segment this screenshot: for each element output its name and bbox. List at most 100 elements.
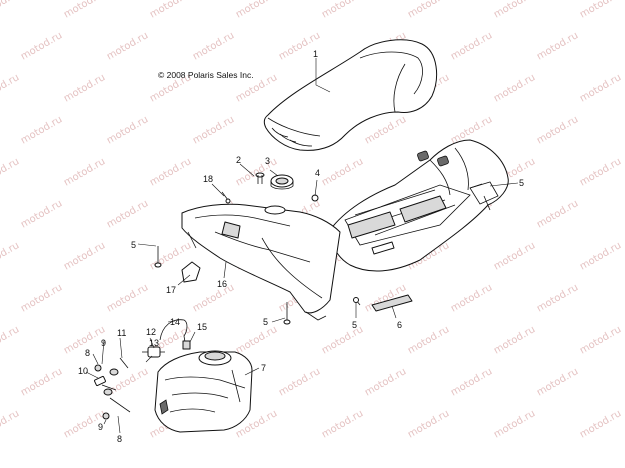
watermark-text: motod.ru: [578, 0, 623, 21]
leader-lines: [85, 58, 519, 434]
fuel-tank-part: [154, 350, 253, 433]
callout-8-bottom: 8: [117, 434, 122, 444]
callout-9-bottom: 9: [98, 422, 103, 432]
watermark-text: motod.ru: [535, 282, 580, 314]
watermark-text: motod.ru: [19, 282, 64, 314]
watermark-text: motod.ru: [535, 114, 580, 146]
watermark-text: motod.ru: [191, 282, 236, 314]
fuel-cap-part: [270, 174, 294, 190]
valve-12-13-part: [142, 346, 165, 358]
callout-7: 7: [261, 363, 266, 373]
watermark-text: motod.ru: [363, 114, 408, 146]
watermark-text: motod.ru: [535, 198, 580, 230]
copyright-text: © 2008 Polaris Sales Inc.: [158, 70, 254, 80]
watermark-text: motod.ru: [449, 282, 494, 314]
callout-10: 10: [78, 366, 88, 376]
watermark-text: motod.ru: [277, 366, 322, 398]
bolt-2-part: [255, 172, 265, 184]
seat-part: [263, 39, 438, 151]
fuel-line-parts: [94, 357, 131, 420]
rear-body-part: [329, 139, 509, 272]
watermark-text: motod.ru: [62, 156, 107, 188]
callout-13: 13: [149, 338, 159, 348]
watermark-text: motod.ru: [492, 324, 537, 356]
callout-2: 2: [236, 155, 241, 165]
watermark-text: motod.ru: [0, 408, 21, 440]
strap-6-part: [371, 294, 413, 312]
watermark-text: motod.ru: [105, 282, 150, 314]
watermark-text: motod.ru: [105, 114, 150, 146]
watermark-text: motod.ru: [406, 324, 451, 356]
watermark-text: motod.ru: [191, 114, 236, 146]
watermark-text: motod.ru: [234, 324, 279, 356]
callout-18: 18: [203, 174, 213, 184]
fitting-15-part: [182, 340, 191, 350]
fuel-tank-cover-part: [181, 203, 341, 321]
watermark-text: motod.ru: [105, 198, 150, 230]
callout-12: 12: [146, 327, 156, 337]
watermark-text: motod.ru: [19, 114, 64, 146]
push-pin-right-part: [469, 183, 483, 189]
watermark-text: motod.ru: [492, 72, 537, 104]
watermark-text: motod.ru: [191, 30, 236, 62]
callout-6: 6: [397, 320, 402, 330]
watermark-text: motod.ru: [0, 156, 21, 188]
push-pin-center-part: [283, 302, 291, 325]
watermark-text: motod.ru: [19, 198, 64, 230]
callout-15: 15: [197, 322, 207, 332]
watermark-text: motod.ru: [449, 366, 494, 398]
rivet-18-part: [221, 191, 231, 204]
callout-5-center: 5: [263, 317, 268, 327]
callout-5-left: 5: [131, 240, 136, 250]
watermark-text: motod.ru: [234, 0, 279, 21]
vent-hose-14-part: [159, 319, 188, 343]
watermark-text: motod.ru: [0, 240, 21, 272]
watermark-text: motod.ru: [148, 0, 193, 21]
watermark-text: motod.ru: [406, 0, 451, 21]
callout-14: 14: [170, 317, 180, 327]
watermark-text: motod.ru: [578, 240, 623, 272]
push-pin-lower-part: [353, 297, 361, 306]
watermark-text: motod.ru: [363, 366, 408, 398]
callout-4: 4: [315, 168, 320, 178]
watermark-text: motod.ru: [62, 72, 107, 104]
watermark-text: motod.ru: [62, 0, 107, 21]
watermark-text: motod.ru: [535, 366, 580, 398]
watermark-text: motod.ru: [62, 240, 107, 272]
watermark-text: motod.ru: [406, 408, 451, 440]
callout-1: 1: [313, 49, 318, 59]
watermark-text: motod.ru: [320, 408, 365, 440]
watermark-text: motod.ru: [578, 324, 623, 356]
watermark-text: motod.ru: [492, 0, 537, 21]
callout-5-right: 5: [519, 178, 524, 188]
watermark-text: motod.ru: [105, 30, 150, 62]
callout-11: 11: [117, 328, 126, 338]
callout-labels: 1 2 3 4 5 18 5 17 16 5 5 6 14 15 12 11 9…: [78, 49, 524, 444]
watermark-text: motod.ru: [578, 408, 623, 440]
watermark-text: motod.ru: [148, 156, 193, 188]
watermark-text: motod.ru: [449, 30, 494, 62]
watermark-text: motod.ru: [19, 366, 64, 398]
watermark-text: motod.ru: [578, 72, 623, 104]
watermark-text: motod.ru: [0, 324, 21, 356]
watermark-text: motod.ru: [0, 72, 21, 104]
watermark-text: motod.ru: [320, 324, 365, 356]
callout-17: 17: [166, 285, 176, 295]
watermark-text: motod.ru: [578, 156, 623, 188]
watermark-text: motod.ru: [320, 156, 365, 188]
watermark-text: motod.ru: [535, 30, 580, 62]
callout-9-top: 9: [101, 338, 106, 348]
push-pin-left-part: [154, 246, 162, 268]
watermark-text: motod.ru: [492, 408, 537, 440]
callout-3: 3: [265, 156, 270, 166]
watermark-text: motod.ru: [320, 0, 365, 21]
bracket-17-part: [181, 261, 201, 283]
callout-16: 16: [217, 279, 227, 289]
callout-5-lower: 5: [352, 320, 357, 330]
watermark-text: motod.ru: [492, 240, 537, 272]
watermark-text: motod.ru: [19, 30, 64, 62]
callout-8-top: 8: [85, 348, 90, 358]
watermark-text: motod.ru: [0, 0, 21, 21]
